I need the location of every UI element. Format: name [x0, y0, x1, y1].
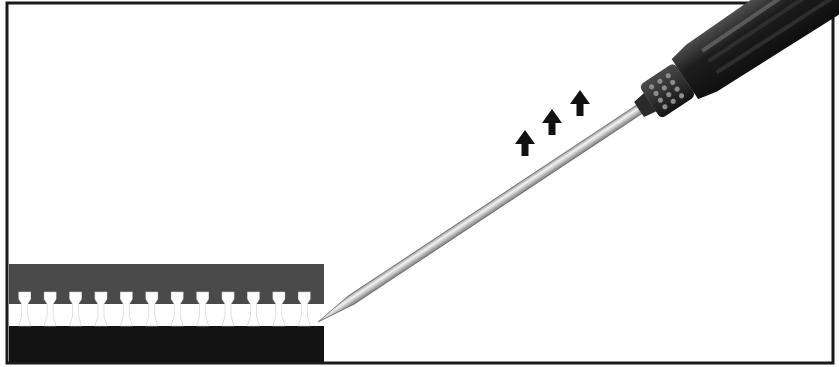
handle-groove	[701, 0, 839, 53]
chip-pin	[247, 291, 260, 327]
chip-pin	[69, 291, 82, 327]
chip-socket-gap	[9, 304, 324, 326]
screwdriver-collar	[634, 93, 656, 118]
grip-dot	[653, 90, 659, 97]
grip-dot	[665, 73, 671, 79]
chip-pin	[119, 291, 133, 327]
chip-pins	[18, 291, 311, 327]
handle-groove	[715, 0, 839, 75]
chip-pin	[170, 291, 184, 327]
screwdriver-ferrule	[640, 64, 695, 118]
chip-pin	[18, 291, 32, 327]
up-arrow-icon	[570, 90, 590, 116]
collar-grip-dots	[649, 73, 685, 110]
chip-pin	[94, 291, 108, 327]
chip-pin	[196, 291, 210, 327]
chip-body	[9, 264, 324, 304]
chip-pin	[43, 291, 57, 327]
grip-dot	[649, 84, 655, 90]
up-arrow-icon	[542, 109, 562, 135]
grip-dot	[662, 104, 668, 110]
chip-pin	[221, 291, 235, 327]
grip-dot	[678, 93, 685, 99]
grip-dot	[657, 97, 664, 103]
grip-dot	[661, 85, 667, 91]
chip-pin	[297, 291, 311, 327]
grip-dot	[657, 78, 663, 84]
grip-dot	[666, 92, 672, 98]
screwdriver	[317, 0, 839, 323]
up-arrow-icon	[515, 130, 535, 156]
grip-dot	[674, 86, 680, 92]
chip-pin	[272, 291, 286, 327]
screwdriver-shaft	[317, 104, 643, 323]
grip-dot	[670, 79, 676, 86]
socket-base	[9, 326, 324, 362]
chip-pin	[145, 291, 159, 327]
grip-dot	[670, 98, 676, 104]
handle-groove	[707, 0, 839, 63]
lift-arrows	[515, 90, 590, 156]
